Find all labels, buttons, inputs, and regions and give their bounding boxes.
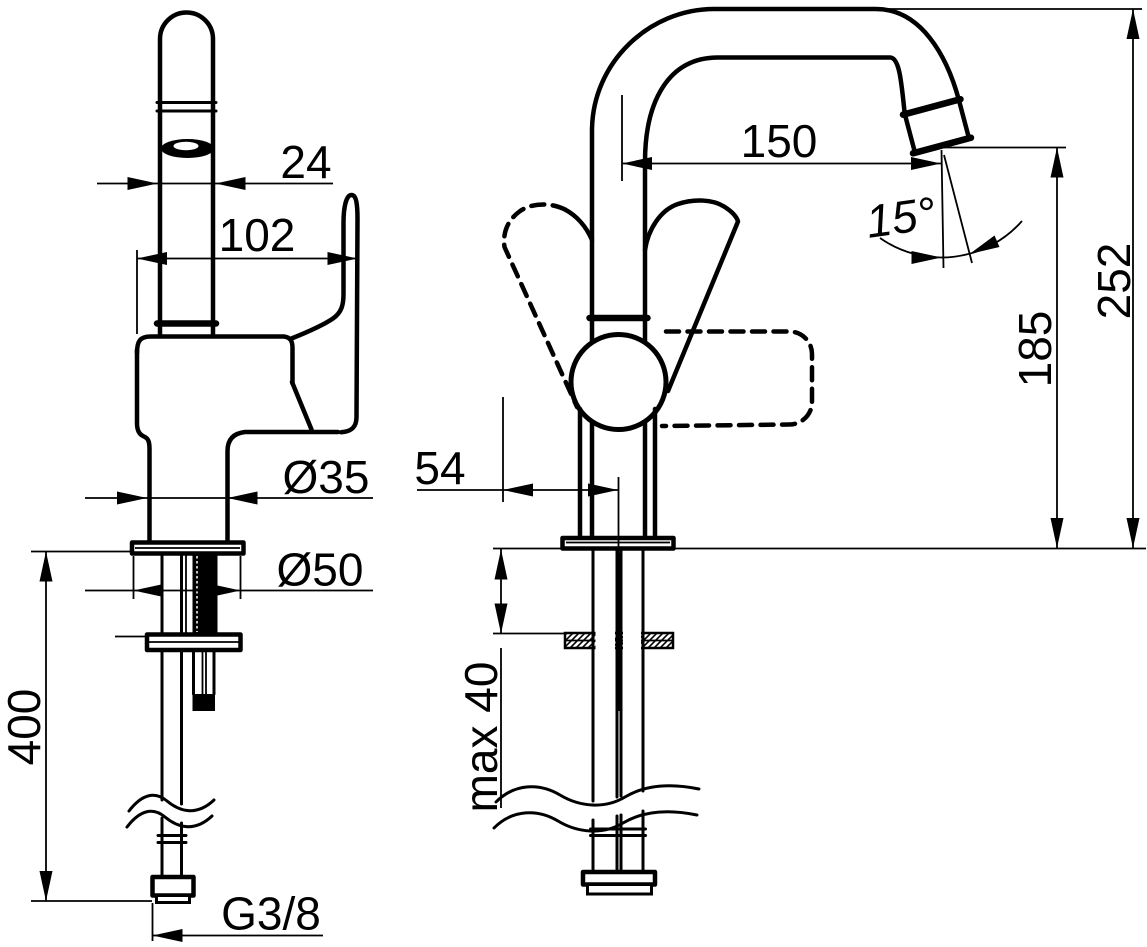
front-lever-up-right	[642, 198, 741, 394]
side-rod-below	[192, 648, 216, 696]
front-fitting-nut	[580, 869, 658, 887]
front-pipe-gap2	[623, 630, 641, 651]
dim-g38-arrow	[152, 929, 183, 942]
dim-54-arrow-left	[503, 483, 533, 497]
front-pipe-bands	[589, 827, 647, 837]
front-pipes-lower	[591, 809, 645, 874]
dim-d35-arrow-left	[117, 491, 147, 505]
front-aerator-band	[899, 95, 964, 118]
front-lever-up-left-dashed	[501, 202, 580, 410]
dim-15deg-arrow-left	[911, 251, 942, 264]
dim-15deg-label: 15°	[863, 187, 939, 248]
dim-185-label: 185	[1009, 311, 1061, 388]
front-spout-tip-sides	[902, 97, 972, 155]
dim-d35-arrow-right	[227, 491, 258, 505]
dim-d35-label: Ø35	[283, 451, 370, 503]
side-lever	[289, 192, 360, 435]
dim-252-line	[878, 8, 1142, 548]
front-ball-joint	[568, 332, 669, 432]
side-fitting-nut	[150, 874, 196, 898]
front-view	[492, 6, 1146, 896]
side-body-top	[134, 334, 295, 386]
dim-252-label: 252	[1088, 243, 1140, 320]
dim-102-arrow-right	[327, 252, 358, 265]
dim-102-arrow-left	[137, 252, 167, 265]
side-body-right	[225, 429, 341, 546]
front-pipe-gap1	[595, 630, 615, 651]
front-fitting-tip	[586, 883, 653, 896]
dim-400-label: 400	[0, 689, 50, 766]
dim-150-arrow-right	[911, 157, 941, 170]
dim-15deg-arrow-right	[969, 235, 1000, 254]
side-hose-lower	[160, 816, 183, 879]
front-body-sides	[577, 406, 658, 541]
front-riser-inner	[642, 55, 908, 551]
side-fitting-tip	[155, 894, 191, 904]
dim-400-arrow-bottom	[39, 871, 53, 901]
front-view-dimensions: 150 15° 185 252 54 max 40	[414, 8, 1142, 813]
side-view	[115, 10, 360, 904]
dim-150-label: 150	[741, 115, 818, 167]
dim-24-arrow-right	[215, 177, 246, 190]
side-hose-connector	[156, 834, 188, 844]
side-aerator-hole	[173, 141, 199, 151]
dim-15deg-arc	[879, 220, 1023, 259]
side-spout-tube	[157, 10, 216, 339]
dim-d50-arrow-left	[133, 584, 164, 597]
dim-400-arrow-top	[39, 551, 53, 582]
dim-15deg-lines	[940, 149, 973, 269]
dim-24-arrow-left	[127, 177, 158, 190]
dim-g38-label: G3/8	[221, 888, 321, 940]
dim-150-arrow-left	[622, 157, 652, 170]
side-rod-tip	[192, 694, 215, 711]
dim-400-line	[31, 550, 152, 902]
front-spout-tip-face	[909, 134, 975, 157]
side-rod-below-lines	[201, 650, 207, 694]
side-view-dimensions: 24 102 Ø35 Ø50 400 G3/8	[0, 136, 373, 942]
dim-185-arrow-bottom	[1050, 518, 1064, 548]
front-riser-outer	[589, 6, 962, 551]
dim-max40-arrow-down	[494, 603, 508, 634]
dim-252-arrow-top	[1126, 9, 1140, 39]
dim-102-label: 102	[219, 209, 296, 261]
dim-max40-label: max 40	[455, 662, 507, 813]
side-spout-band	[155, 101, 218, 113]
dim-252-arrow-bottom	[1126, 518, 1140, 548]
dim-d50-arrow-right	[210, 584, 241, 597]
dim-54-arrow-right	[588, 483, 618, 497]
dim-d50-label: Ø50	[277, 544, 364, 596]
front-rod	[615, 553, 622, 711]
dim-54-label: 54	[414, 442, 465, 494]
side-body-diagonal	[289, 379, 314, 432]
front-lever-horizontal-dashed	[659, 329, 815, 429]
side-wavy-break	[125, 793, 216, 829]
dim-150-line	[621, 95, 941, 181]
dim-185-line	[943, 146, 1066, 548]
dim-185-arrow-top	[1050, 147, 1064, 178]
dim-24-label: 24	[280, 136, 331, 188]
dim-max40-arrow-up	[494, 549, 508, 580]
side-body-left	[134, 347, 152, 546]
dim-102-line	[136, 250, 358, 334]
front-wavy-break	[492, 784, 701, 833]
